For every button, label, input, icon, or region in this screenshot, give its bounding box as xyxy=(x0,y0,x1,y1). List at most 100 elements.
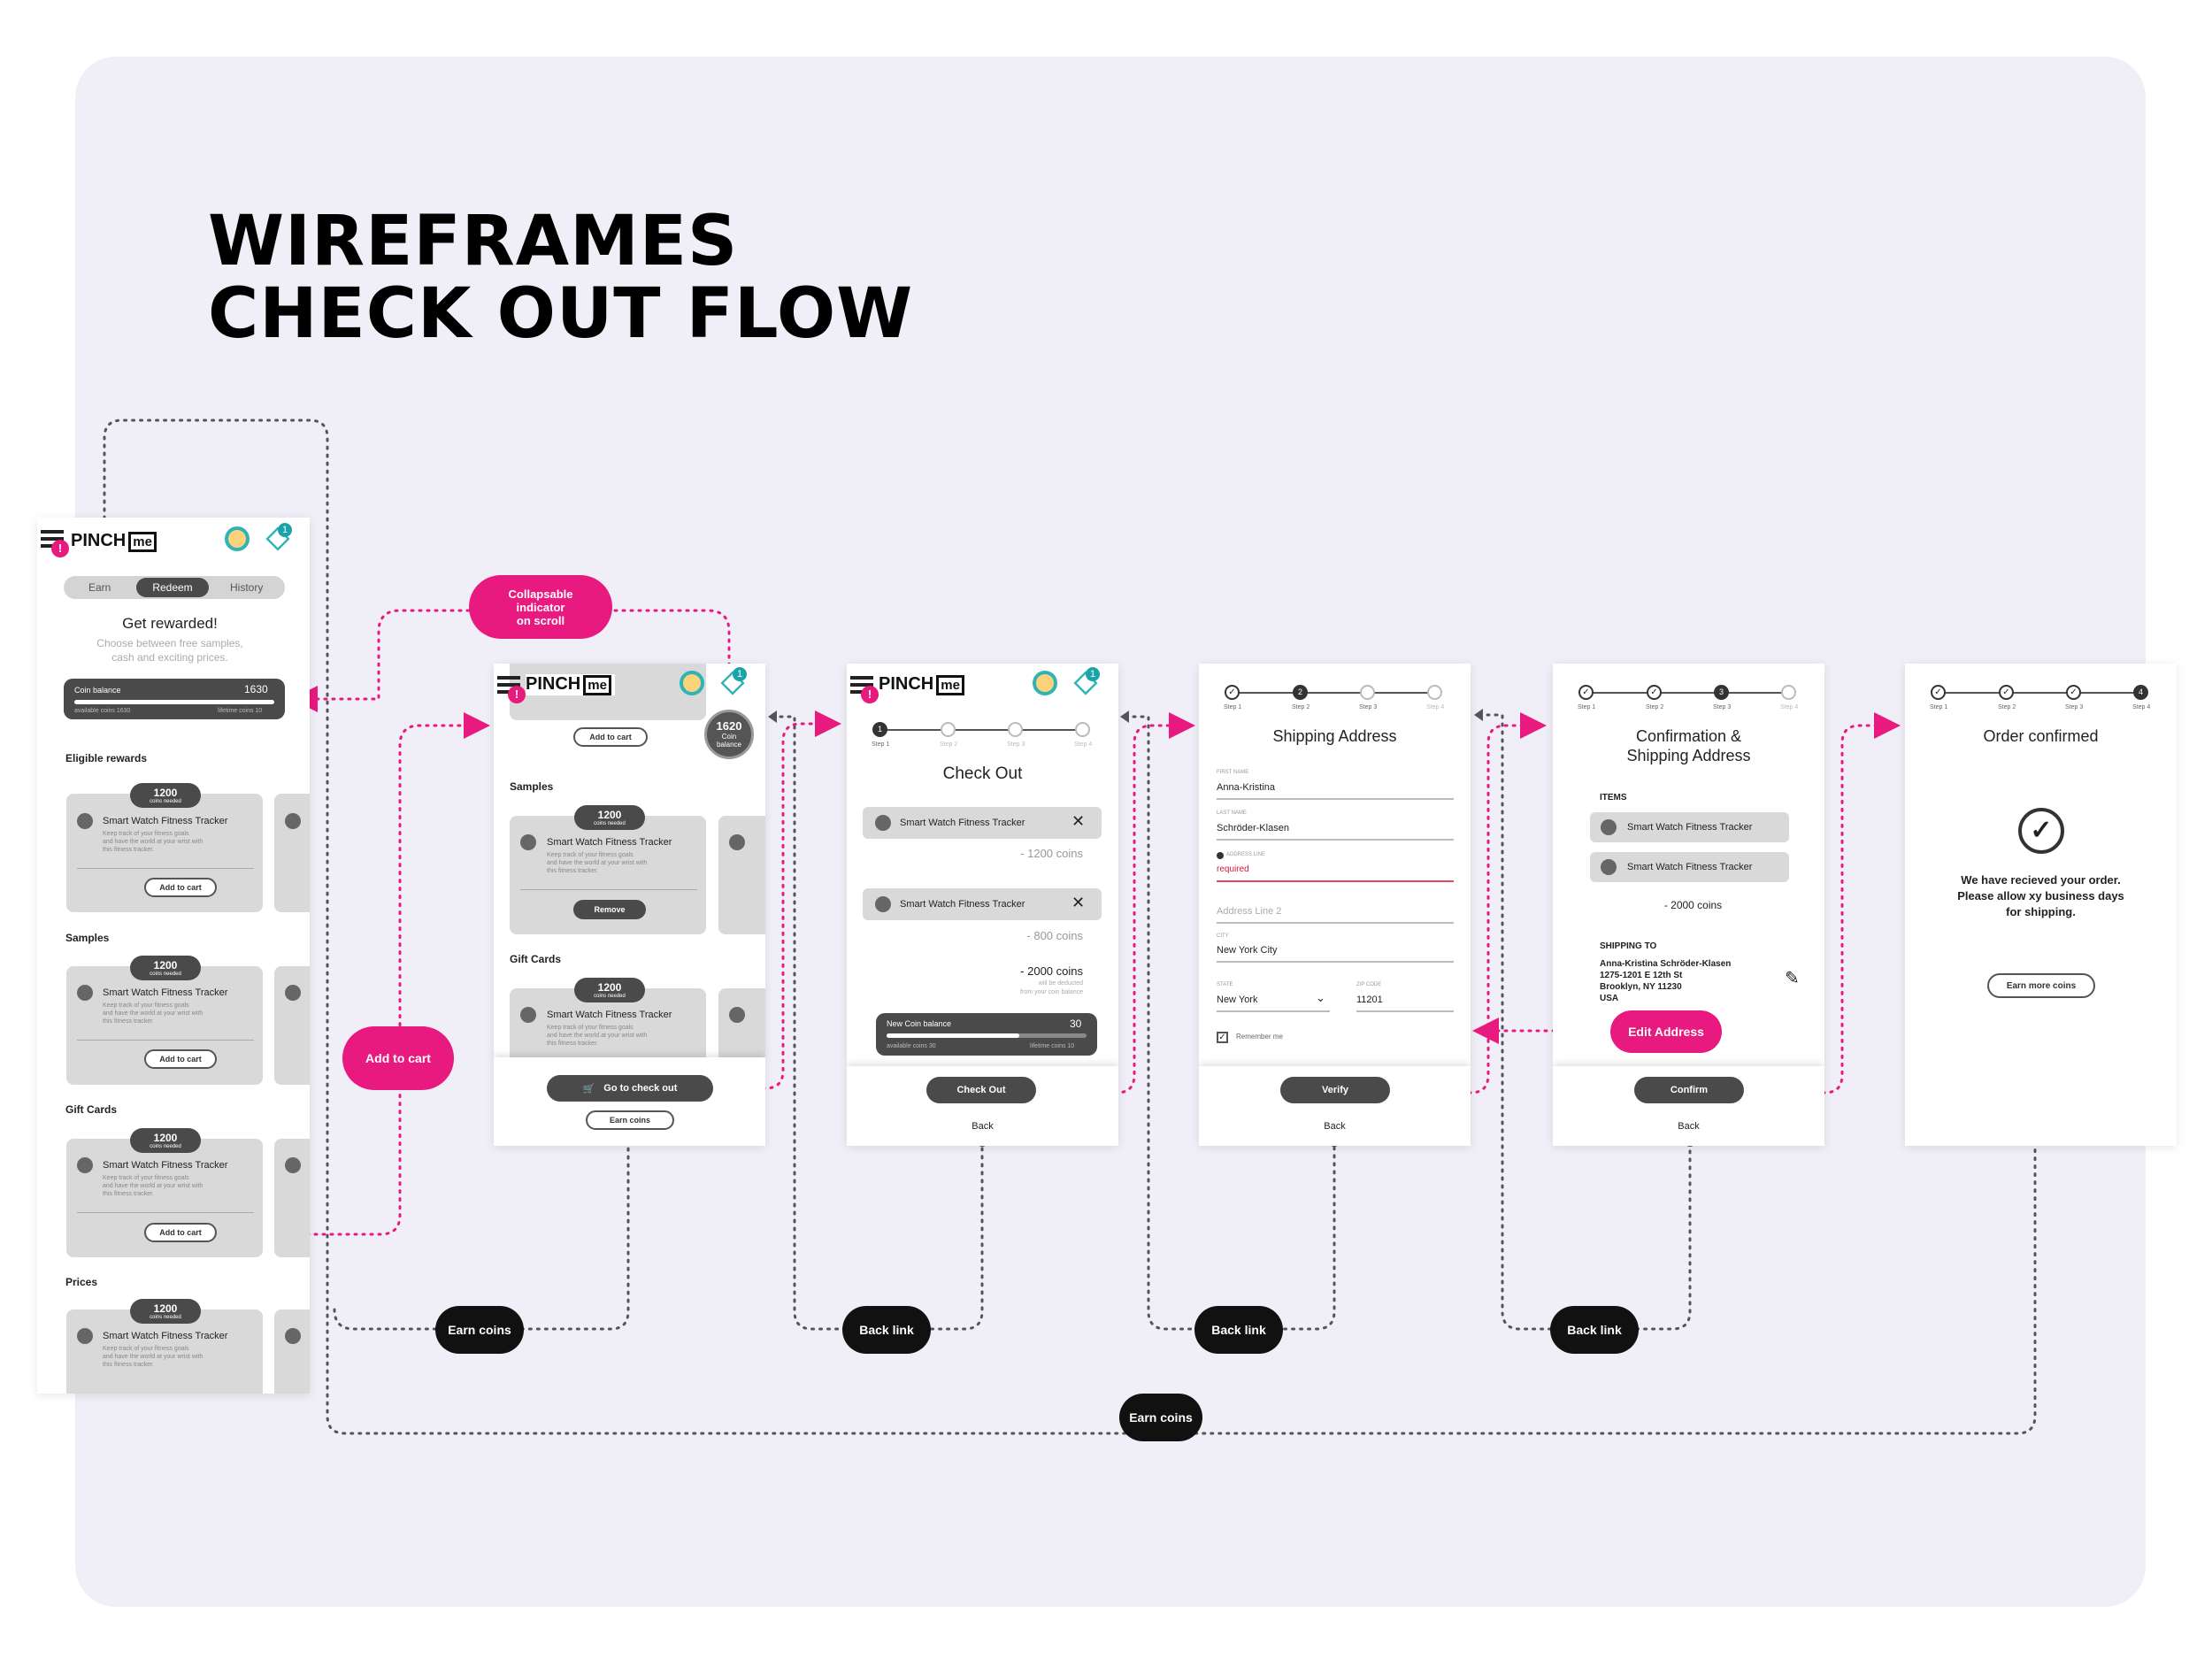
back-link[interactable]: Back xyxy=(1324,1121,1346,1132)
remember-checkbox[interactable]: ✓ xyxy=(1217,1032,1228,1043)
coin-icon[interactable] xyxy=(680,671,704,695)
section-eligible: Eligible rewards xyxy=(65,752,148,764)
product-image xyxy=(520,1007,536,1023)
step-1-label: Step 1 xyxy=(872,741,890,748)
earn-coins-link-annotation: Earn coins xyxy=(435,1306,524,1354)
address-line-2: 1275-1201 E 12th St xyxy=(1600,971,1683,980)
product-image-next xyxy=(285,1328,301,1344)
coin-icon[interactable] xyxy=(225,526,250,551)
available-coins: available coins 1630 xyxy=(74,708,131,714)
step-2-label: Step 2 xyxy=(1292,704,1310,710)
zip-field[interactable]: 11201 xyxy=(1356,995,1383,1005)
product-desc-2: and have the world at your wrist with xyxy=(547,1033,648,1039)
product-image xyxy=(520,834,536,850)
city-underline xyxy=(1217,961,1454,963)
product-desc-2: and have the world at your wrist with xyxy=(103,1354,204,1360)
zip-label: ZIP CODE xyxy=(1356,982,1382,987)
total-coins: - 2000 coins xyxy=(1663,899,1723,911)
coin-balance-bubble[interactable]: 1620 Coin balance xyxy=(704,710,754,759)
step-2-done: ✓ xyxy=(1999,685,2014,700)
address-line-2-underline xyxy=(1217,922,1454,924)
remove-button[interactable]: Remove xyxy=(573,900,646,919)
confirm-heading-2: Shipping Address xyxy=(1626,747,1751,764)
product-desc: Keep track of your fitness goals xyxy=(547,1025,634,1031)
card-divider xyxy=(77,868,254,869)
product-image-next xyxy=(729,834,745,850)
stepper-line xyxy=(1233,692,1434,694)
pencil-icon[interactable]: ✎ xyxy=(1785,969,1800,988)
deducted-note: will be deducted xyxy=(1038,980,1083,987)
add-to-cart-button[interactable]: Add to cart xyxy=(573,727,648,747)
remember-label: Remember me xyxy=(1236,1033,1283,1041)
add-to-cart-button[interactable]: Add to cart xyxy=(144,1049,217,1069)
back-link[interactable]: Back xyxy=(1678,1121,1700,1132)
city-field[interactable]: New York City xyxy=(1217,945,1278,956)
lifetime-coins: lifetime coins 10 xyxy=(218,708,263,714)
product-image-next xyxy=(285,985,301,1001)
new-balance-value: 30 xyxy=(1070,1018,1082,1030)
cart-item xyxy=(863,888,1102,920)
close-icon[interactable]: ✕ xyxy=(1071,894,1086,911)
first-name-field[interactable]: Anna-Kristina xyxy=(1217,782,1276,793)
reward-card-next[interactable] xyxy=(274,1310,310,1394)
step-3-label: Step 3 xyxy=(1359,704,1378,710)
step-3-dot: 3 xyxy=(1714,685,1729,700)
go-to-checkout-button[interactable]: 🛒Go to check out xyxy=(547,1075,713,1102)
step-2-dot: 2 xyxy=(1293,685,1308,700)
step-3-dot xyxy=(1008,722,1023,737)
product-image xyxy=(875,896,891,912)
address-line-3: Brooklyn, NY 11230 xyxy=(1600,982,1682,992)
address-field-error[interactable]: required xyxy=(1217,864,1249,874)
product-name: Smart Watch Fitness Tracker xyxy=(103,1160,228,1171)
step-3-label: Step 3 xyxy=(1713,704,1732,710)
sticky-footer xyxy=(494,1057,765,1146)
new-balance-label: New Coin balance xyxy=(887,1019,952,1028)
product-image xyxy=(1601,859,1617,875)
stepper-line xyxy=(880,729,1082,731)
chevron-down-icon[interactable]: ⌄ xyxy=(1316,991,1325,1004)
back-link[interactable]: Back xyxy=(972,1121,994,1132)
item-coins: - 1200 coins xyxy=(1020,847,1083,860)
last-name-underline xyxy=(1217,839,1454,841)
shipping-heading: Shipping Address xyxy=(1272,727,1397,745)
earn-coins-button[interactable]: Earn coins xyxy=(586,1110,674,1130)
checkout-button[interactable]: Check Out xyxy=(926,1077,1036,1103)
section-gift-cards: Gift Cards xyxy=(65,1103,118,1116)
add-to-cart-button[interactable]: Add to cart xyxy=(144,878,217,897)
verify-button[interactable]: Verify xyxy=(1280,1077,1390,1103)
step-3-done: ✓ xyxy=(2066,685,2081,700)
coin-icon[interactable] xyxy=(1033,671,1057,695)
item-row xyxy=(1590,852,1789,882)
product-image-next xyxy=(285,813,301,829)
earn-more-coins-button[interactable]: Earn more coins xyxy=(1987,973,2095,998)
last-name-field[interactable]: Schröder-Klasen xyxy=(1217,823,1289,833)
tab-history[interactable]: History xyxy=(230,581,264,594)
step-4-label: Step 4 xyxy=(1780,704,1799,710)
product-desc: Keep track of your fitness goals xyxy=(547,852,634,858)
reward-card-next[interactable] xyxy=(274,794,310,912)
step-2-dot xyxy=(941,722,956,737)
step-4-dot xyxy=(1781,685,1796,700)
earn-coins-link-annotation: Earn coins xyxy=(1119,1394,1202,1441)
confirm-button[interactable]: Confirm xyxy=(1634,1077,1744,1103)
page-title: WIREFRAMES CHECK OUT FLOW xyxy=(208,202,914,354)
product-desc-3: this fitness tracker. xyxy=(103,1362,154,1368)
tab-earn[interactable]: Earn xyxy=(88,581,111,594)
address-line-1: Anna-Kristina Schröder-Klasen xyxy=(1600,959,1732,969)
tab-redeem[interactable]: Redeem xyxy=(136,578,209,597)
item-name: Smart Watch Fitness Tracker xyxy=(1627,822,1753,833)
reward-card-next[interactable] xyxy=(718,816,765,934)
stepper-line xyxy=(1586,692,1788,694)
balance-bar-fill xyxy=(887,1033,1019,1038)
address-line-2-field[interactable]: Address Line 2 xyxy=(1217,906,1282,917)
city-label: CITY xyxy=(1217,933,1229,939)
check-circle-icon: ✓ xyxy=(2018,808,2064,854)
state-underline xyxy=(1217,1010,1330,1012)
add-to-cart-button[interactable]: Add to cart xyxy=(144,1223,217,1242)
close-icon[interactable]: ✕ xyxy=(1071,812,1086,830)
step-4-dot xyxy=(1075,722,1090,737)
step-1-label: Step 1 xyxy=(1224,704,1242,710)
state-select[interactable]: New York xyxy=(1217,995,1258,1005)
